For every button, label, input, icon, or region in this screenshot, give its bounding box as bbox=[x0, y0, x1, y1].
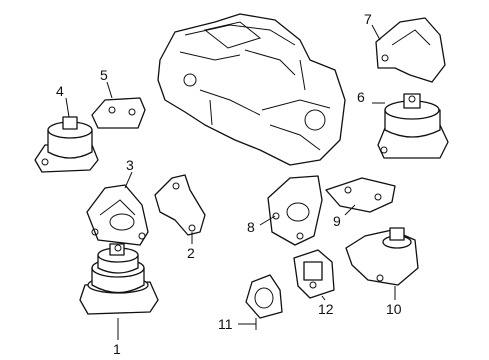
mount-part-4 bbox=[34, 116, 99, 173]
callout-4: 4 bbox=[56, 83, 64, 99]
callout-7: 7 bbox=[364, 11, 372, 27]
mount-part-12 bbox=[293, 249, 335, 299]
callout-9: 9 bbox=[333, 213, 341, 229]
callout-8: 8 bbox=[247, 219, 255, 235]
callout-3: 3 bbox=[126, 157, 134, 173]
bracket-part-2 bbox=[154, 174, 206, 236]
mount-part-11 bbox=[245, 274, 283, 330]
callout-2: 2 bbox=[187, 245, 195, 261]
engine-assembly bbox=[157, 13, 346, 166]
callout-1: 1 bbox=[113, 341, 121, 357]
mount-part-1 bbox=[79, 243, 159, 315]
callout-12: 12 bbox=[318, 301, 334, 317]
bracket-part-7 bbox=[375, 17, 446, 83]
mount-part-6 bbox=[377, 93, 449, 159]
mount-part-3 bbox=[86, 184, 149, 246]
callout-6: 6 bbox=[357, 89, 365, 105]
bracket-part-5 bbox=[91, 97, 146, 129]
callout-11: 11 bbox=[218, 316, 233, 332]
bracket-part-9 bbox=[325, 177, 396, 213]
mount-part-10 bbox=[345, 227, 419, 286]
callout-10: 10 bbox=[386, 301, 402, 317]
callout-5: 5 bbox=[100, 67, 108, 83]
mount-part-8 bbox=[267, 175, 323, 246]
